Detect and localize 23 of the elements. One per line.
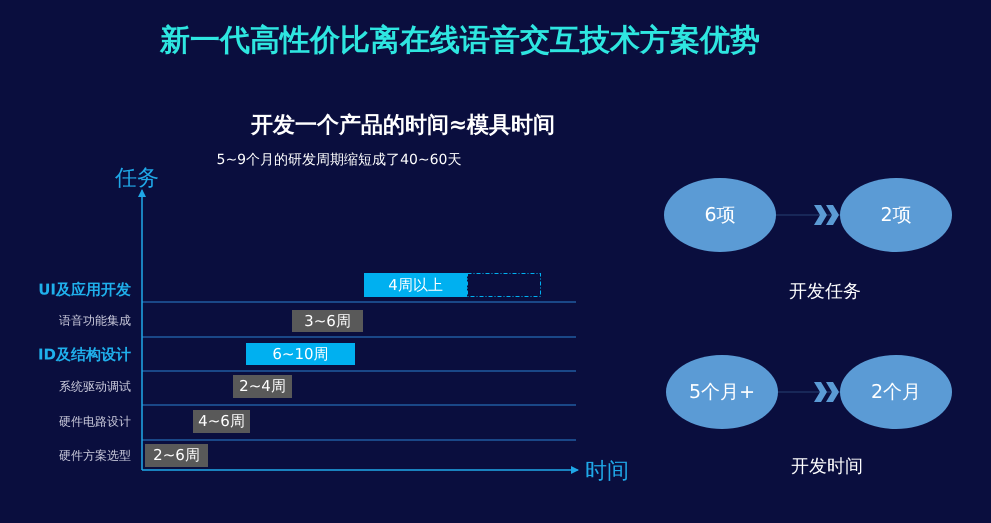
title: 新一代高性价比离在线语音交互技术方案优势 [158,22,761,60]
gantt-bar: 2~6周 [145,444,208,467]
gantt-bar: 3~6周 [292,310,363,332]
description: 5~9个月的研发周期缩短成了40~60天 [216,151,462,169]
ellipse-node: 2个月 [840,355,952,429]
subtitle: 开发一个产品的时间≈模具时间 [250,112,556,140]
axis-title: 任务 [115,165,159,193]
row-label: 系统驱动调试 [59,378,131,396]
gantt-bar: 4~6周 [193,410,250,433]
ellipse-node: 5个月+ [666,355,778,429]
row-label: 语音功能集成 [59,312,131,330]
row-label: 硬件电路设计 [59,414,131,430]
ellipse-node: 2项 [840,178,952,252]
gantt-bar: 6~10周 [246,343,355,365]
ellipse-node: 6项 [664,178,776,252]
caption: 开发时间 [790,455,864,478]
row-label: UI及应用开发 [38,280,131,300]
row-label: ID及结构设计 [38,346,131,364]
axis-title: 时间 [585,458,629,486]
caption: 开发任务 [788,280,862,303]
gantt-bar: 4周以上 [364,273,541,297]
row-label: 硬件方案选型 [59,448,131,464]
gantt-bar: 2~4周 [233,375,292,398]
